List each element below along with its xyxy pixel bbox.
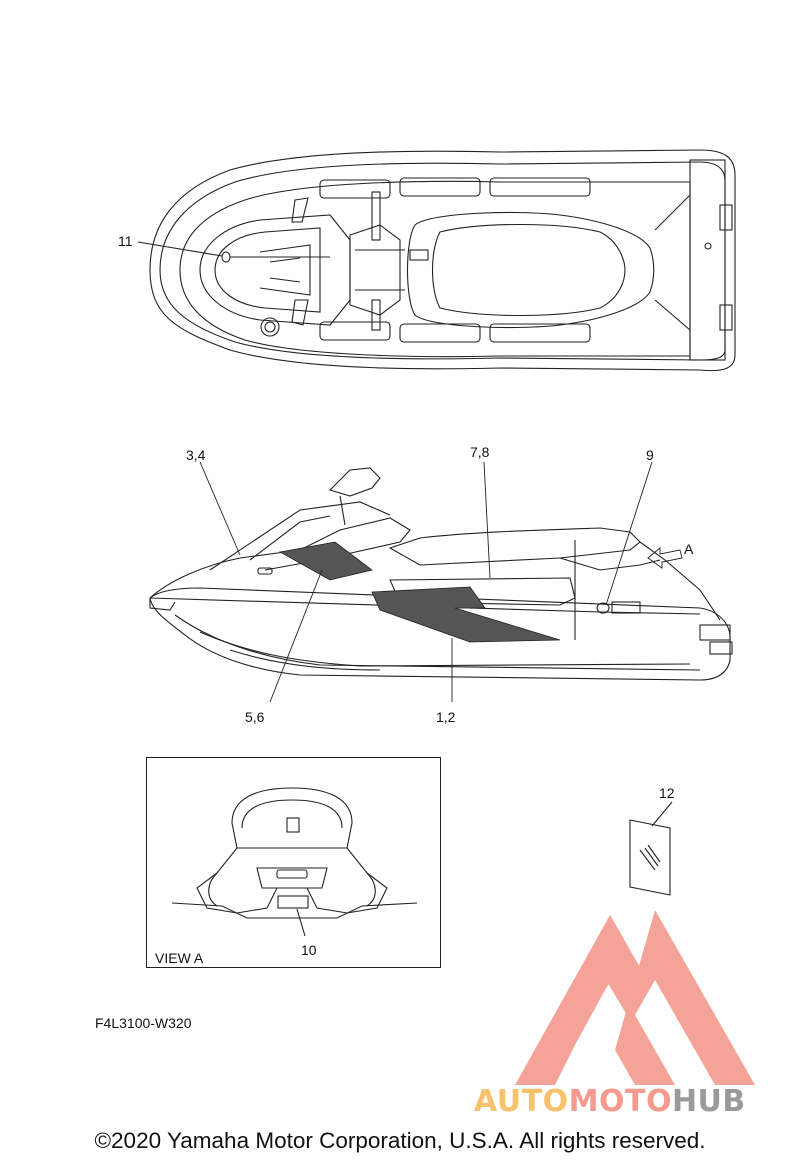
side-view-drawing bbox=[149, 461, 733, 703]
label-sheet-drawing bbox=[629, 801, 673, 896]
callout-9: 9 bbox=[646, 447, 654, 463]
callout-12: 12 bbox=[659, 785, 675, 801]
callout-5-6: 5,6 bbox=[245, 709, 265, 725]
view-a-drawing bbox=[171, 787, 418, 937]
watermark-part-auto: AUTO bbox=[474, 1084, 569, 1119]
callout-3-4: 3,4 bbox=[186, 447, 206, 463]
watermark-part-moto: MOTO bbox=[568, 1084, 672, 1119]
diagram-code: F4L3100-W320 bbox=[95, 1015, 192, 1031]
view-a-title: VIEW A bbox=[155, 950, 204, 966]
callout-view-a-arrow: A bbox=[684, 541, 694, 557]
top-view-drawing bbox=[137, 149, 736, 372]
callout-1-2: 1,2 bbox=[436, 709, 456, 725]
callout-11: 11 bbox=[118, 233, 133, 249]
callout-10: 10 bbox=[301, 942, 317, 958]
view-a-panel: 10 VIEW A bbox=[146, 757, 441, 968]
automotohub-watermark: AUTOMOTOHUB bbox=[474, 1084, 746, 1119]
automotohub-logo-icon bbox=[515, 910, 755, 1085]
copyright-text: ©2020 Yamaha Motor Corporation, U.S.A. A… bbox=[94, 1128, 706, 1153]
callout-7-8: 7,8 bbox=[470, 444, 490, 460]
watermark-part-hub: HUB bbox=[671, 1084, 746, 1119]
